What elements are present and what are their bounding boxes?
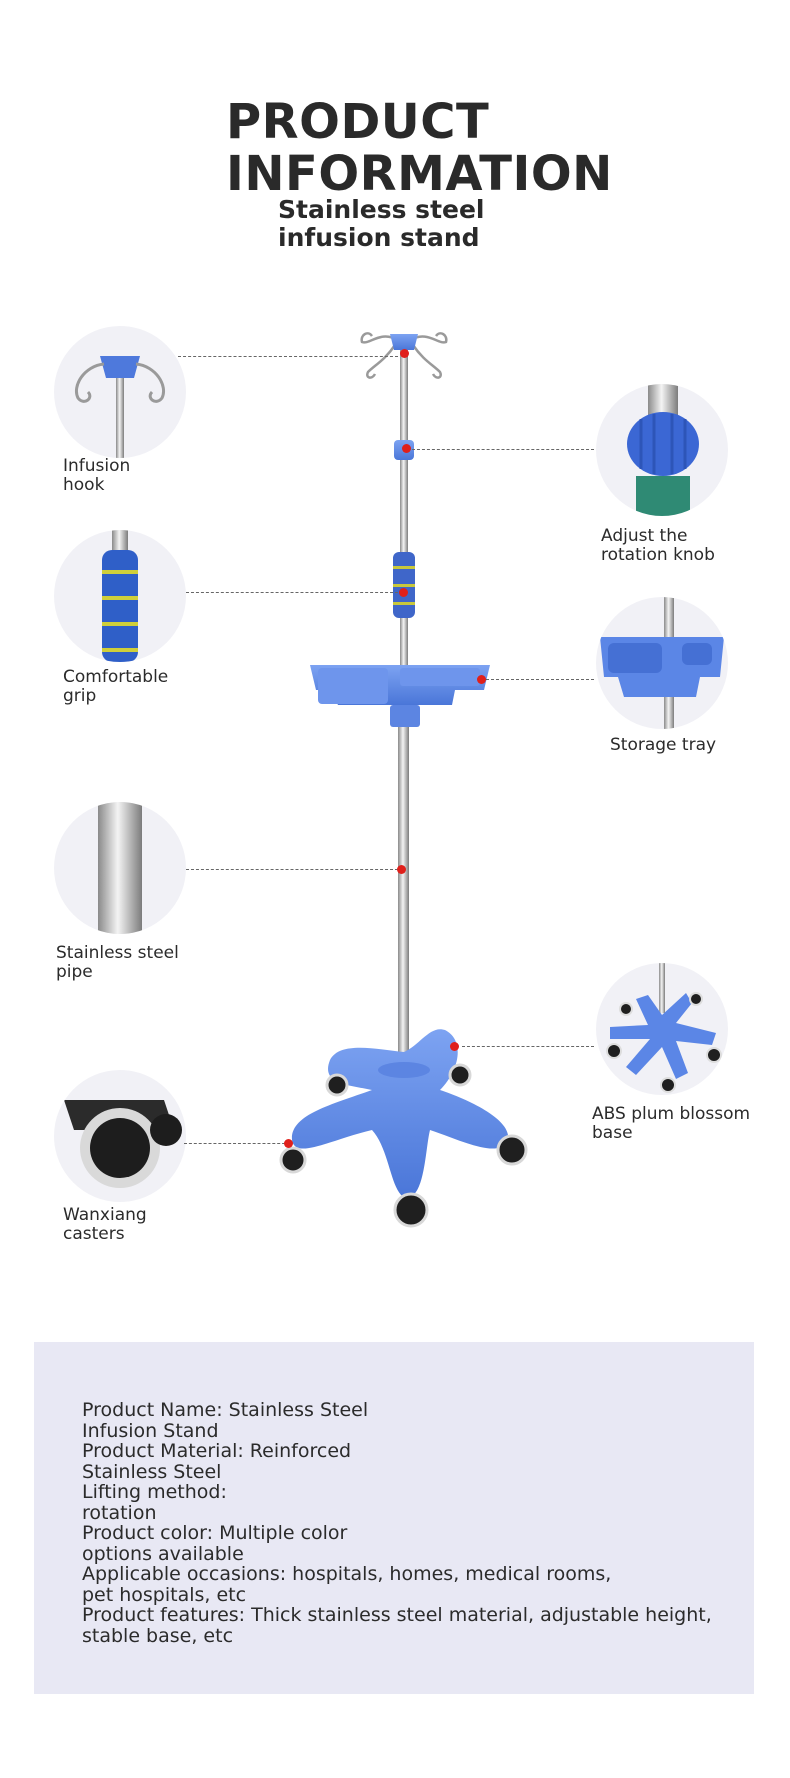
base-shape	[291, 1029, 509, 1199]
marker-grip	[399, 588, 408, 597]
casters-label: Wanxiang casters	[63, 1205, 147, 1244]
leader-line-base	[462, 1046, 594, 1047]
base-label: ABS plum blossom base	[592, 1104, 751, 1143]
spec-line: Lifting method:	[82, 1481, 227, 1503]
spec-line: Applicable occasions: hospitals, homes, …	[82, 1563, 612, 1585]
product-spec-panel: Product Name: Stainless Steel Infusion S…	[34, 1342, 754, 1694]
spec-line: pet hospitals, etc	[82, 1583, 247, 1606]
leader-line-casters	[184, 1143, 290, 1144]
spec-line: stable base, etc	[82, 1624, 234, 1647]
infusion-stand-illustration	[279, 332, 528, 1228]
spec-line: rotation	[82, 1501, 157, 1524]
marker-tray	[477, 675, 486, 684]
marker-knob	[402, 444, 411, 453]
marker-hook	[400, 349, 409, 358]
leader-line-knob	[412, 449, 594, 450]
rotation-knob-label: Adjust the rotation knob	[601, 526, 715, 565]
title-line-1: PRODUCT	[226, 94, 490, 150]
spec-line: Product features: Thick stainless steel …	[82, 1604, 712, 1626]
page-subtitle: Stainless steel infusion stand	[278, 196, 485, 252]
spec-line: options available	[82, 1542, 244, 1565]
spec-line: Stainless Steel	[82, 1460, 222, 1483]
leader-line-tray	[486, 679, 594, 680]
product-spec-text: Product Name: Stainless Steel Infusion S…	[82, 1400, 712, 1646]
hook-top	[360, 332, 448, 379]
rotation-knob-closeup	[596, 384, 728, 516]
infusion-hook-closeup	[54, 326, 186, 458]
storage-tray-closeup	[596, 597, 728, 729]
grip-closeup	[54, 530, 186, 662]
marker-pipe	[397, 865, 406, 874]
pipe-closeup	[54, 802, 186, 934]
infusion-hook-label: Infusion hook	[63, 456, 131, 495]
spec-line: Infusion Stand	[82, 1419, 219, 1442]
spec-line: Product color: Multiple color	[82, 1522, 348, 1544]
title-line-2: INFORMATION	[226, 146, 613, 202]
page-title: PRODUCT INFORMATION	[226, 96, 613, 200]
pipe-label: Stainless steel pipe	[56, 943, 179, 982]
marker-base	[450, 1042, 459, 1051]
subtitle-line-2: infusion stand	[278, 223, 480, 252]
subtitle-line-1: Stainless steel	[278, 195, 485, 224]
grip-label: Comfortable grip	[63, 667, 169, 706]
storage-tray-label: Storage tray	[610, 735, 717, 755]
leader-line-pipe	[186, 869, 398, 870]
spec-line: Product Name: Stainless Steel	[82, 1399, 369, 1421]
leader-line-hook	[178, 356, 398, 357]
spec-line: Product Material: Reinforced	[82, 1440, 352, 1462]
marker-casters	[284, 1139, 293, 1148]
leader-line-grip	[186, 592, 398, 593]
casters-closeup	[54, 1070, 186, 1202]
base-closeup	[596, 963, 728, 1095]
